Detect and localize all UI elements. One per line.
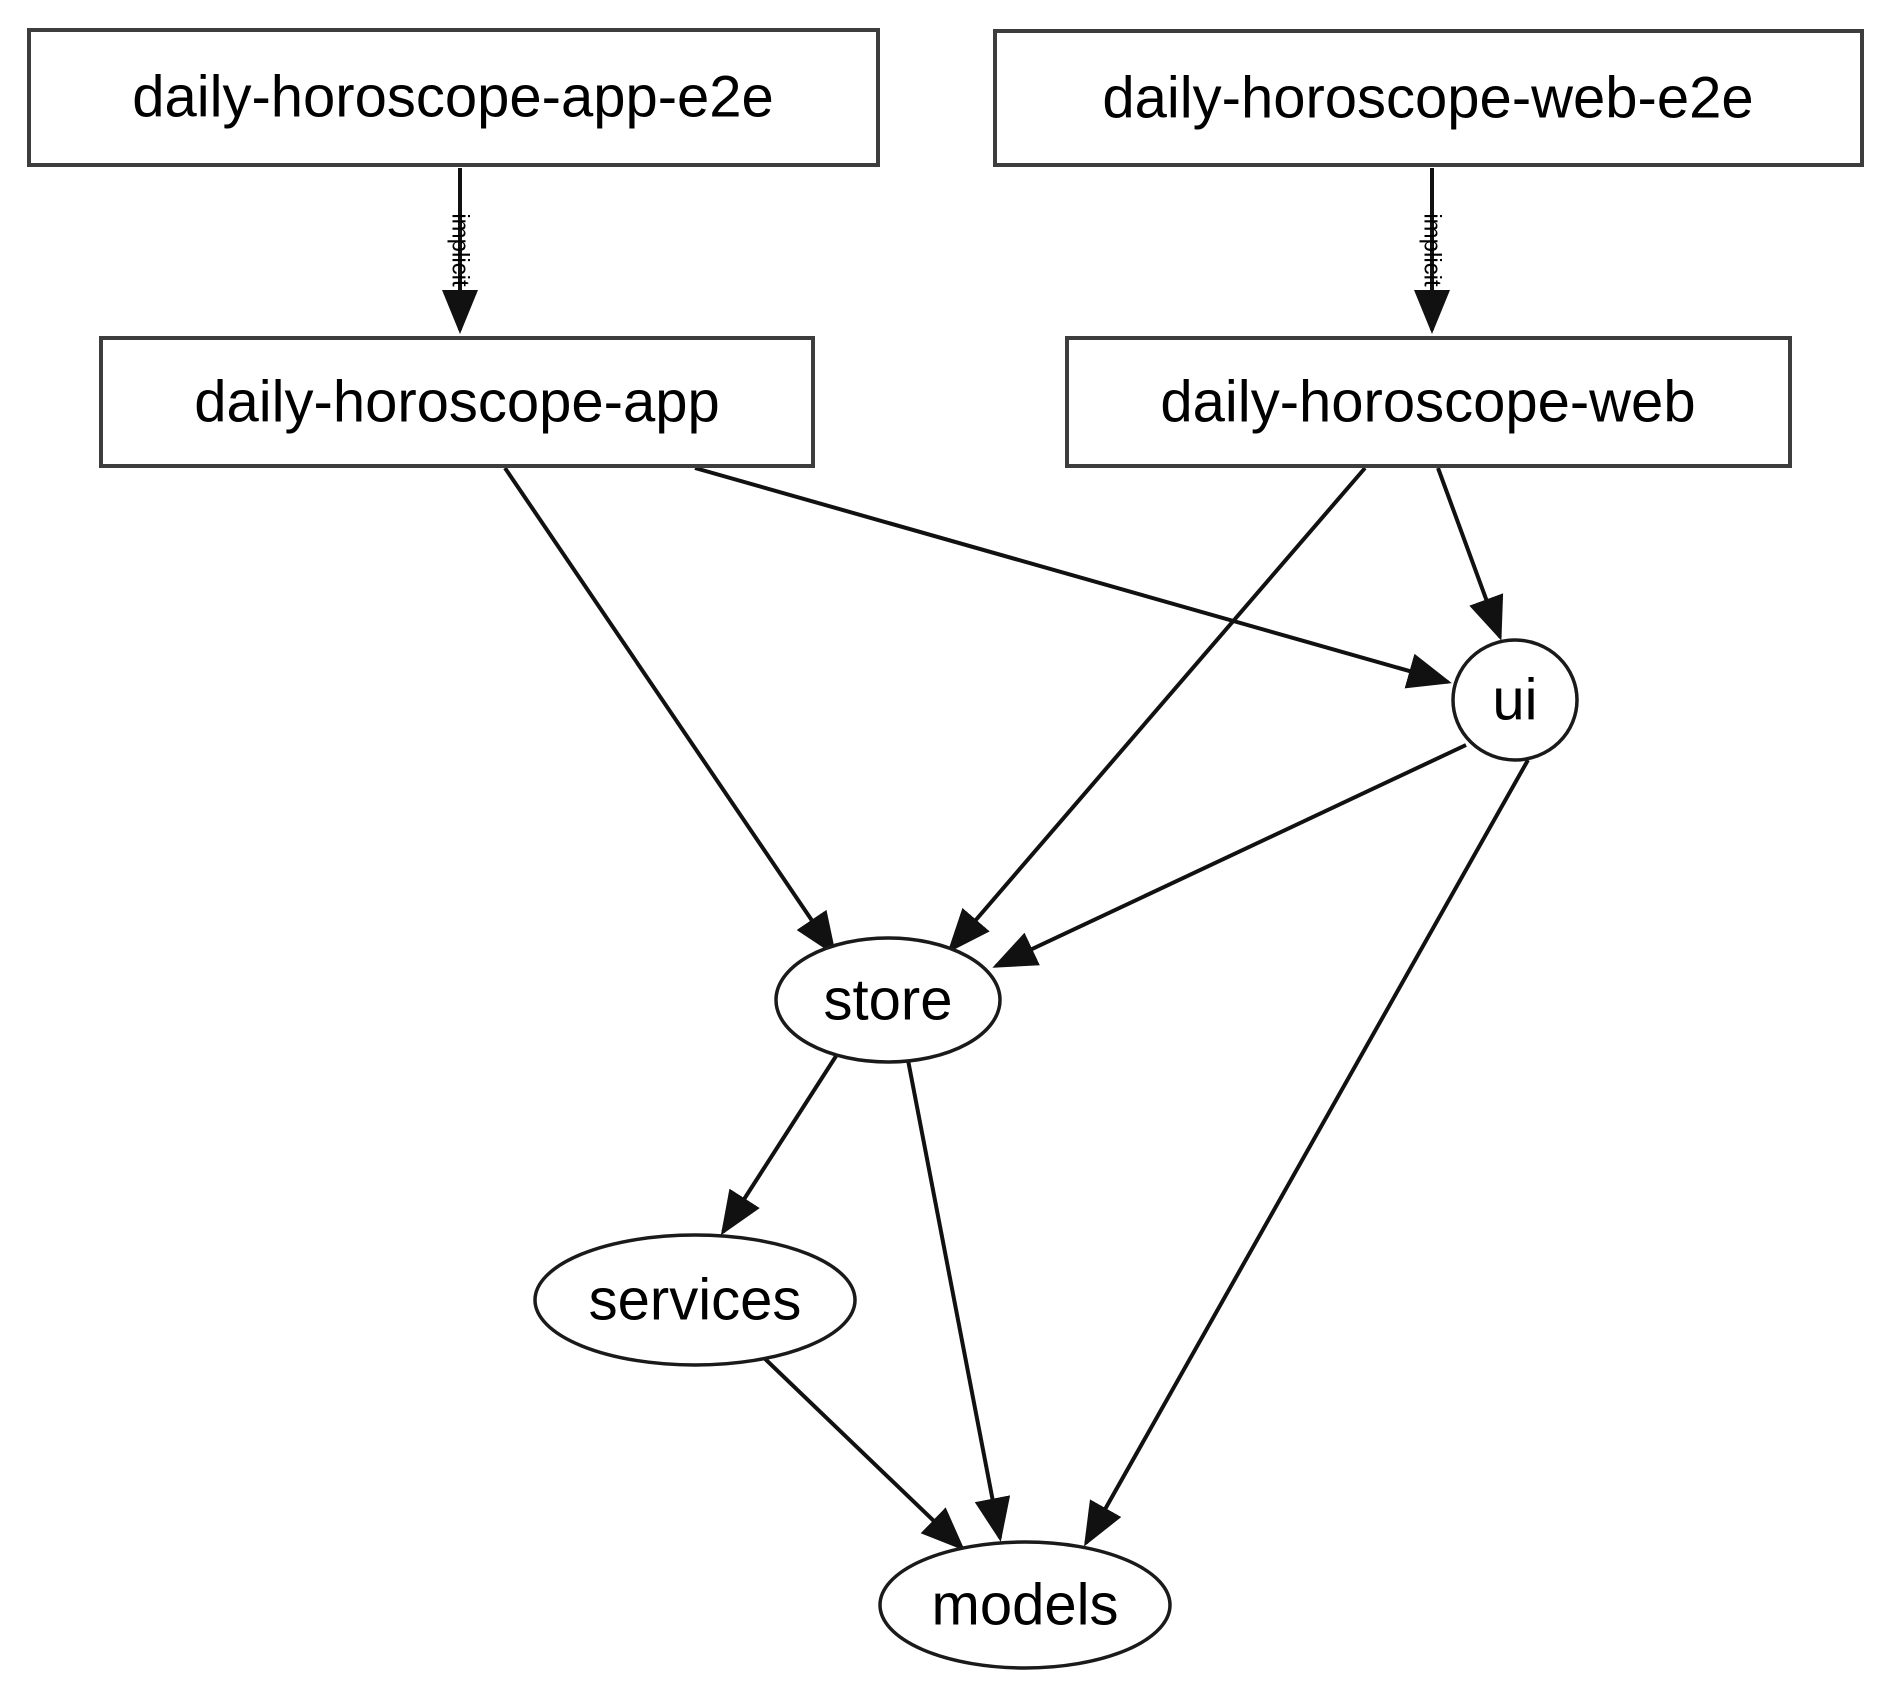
- node-shape-rect: [27, 28, 880, 167]
- node-shape-ellipse: [878, 1540, 1172, 1670]
- node-daily-horoscope-app-e2e[interactable]: daily-horoscope-app-e2e: [27, 28, 880, 167]
- node-ui[interactable]: ui: [1451, 638, 1579, 762]
- node-label: daily-horoscope-app: [194, 370, 720, 435]
- node-shape-rect: [99, 336, 815, 468]
- edge-ui-to-store[interactable]: [992, 743, 1467, 968]
- node-label: daily-horoscope-app-e2e: [132, 65, 774, 130]
- node-daily-horoscope-web-e2e[interactable]: daily-horoscope-web-e2e: [993, 29, 1864, 167]
- node-daily-horoscope-web[interactable]: daily-horoscope-web: [1065, 336, 1792, 468]
- edge-web-to-store[interactable]: [947, 466, 1367, 954]
- edge-store-to-services[interactable]: [720, 1051, 840, 1236]
- node-store[interactable]: store: [774, 936, 1002, 1064]
- node-label: daily-horoscope-web-e2e: [1102, 66, 1753, 131]
- edge-labels-layer: implicit implicit: [447, 213, 1446, 287]
- node-label: services: [589, 1268, 802, 1333]
- edge-app-to-store[interactable]: [503, 466, 837, 957]
- node-shape-rect: [993, 29, 1864, 167]
- edge-app-to-ui[interactable]: [694, 466, 1452, 689]
- edge-web-to-ui[interactable]: [1436, 467, 1504, 641]
- node-label: daily-horoscope-web: [1160, 370, 1695, 435]
- edge-label-implicit-web: implicit: [1419, 213, 1446, 287]
- node-shape-ellipse: [533, 1233, 857, 1367]
- edges-layer: [442, 168, 1530, 1551]
- edge-label-implicit-app: implicit: [447, 213, 474, 287]
- node-shape-ellipse: [774, 936, 1002, 1064]
- edge-ui-to-models[interactable]: [1084, 759, 1530, 1547]
- node-label: models: [932, 1573, 1119, 1638]
- node-label: ui: [1492, 668, 1537, 733]
- node-services[interactable]: services: [533, 1233, 857, 1367]
- node-label: store: [824, 968, 953, 1033]
- node-shape-ellipse: [1451, 638, 1579, 762]
- edge-services-to-models[interactable]: [758, 1352, 965, 1551]
- nodes-layer: daily-horoscope-app-e2e daily-horoscope-…: [27, 28, 1864, 1670]
- node-shape-rect: [1065, 336, 1792, 468]
- node-daily-horoscope-app[interactable]: daily-horoscope-app: [99, 336, 815, 468]
- edge-store-to-models[interactable]: [906, 1059, 1011, 1542]
- node-models[interactable]: models: [878, 1540, 1172, 1670]
